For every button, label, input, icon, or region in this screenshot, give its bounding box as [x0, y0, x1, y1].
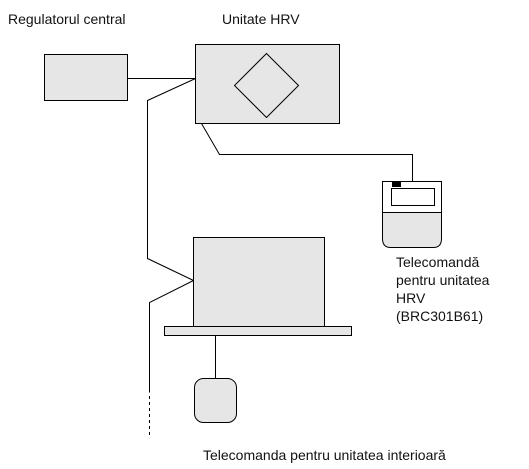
- bus-wire-upper: [147, 78, 196, 281]
- central-controller-box: [44, 54, 128, 101]
- indoor-unit-panel: [164, 326, 352, 336]
- hrv-remote-label: Telecomandă pentru unitatea HRV (BRC301B…: [396, 253, 489, 325]
- hrv-to-remote-wire: [201, 123, 413, 182]
- hrv-remote-controller-icon: [382, 181, 442, 248]
- hrv-remote-label-line: HRV: [396, 290, 426, 306]
- hrv-remote-label-line: pentru unitatea: [396, 272, 490, 288]
- bus-wire-lower: [149, 280, 194, 393]
- central-controller-label: Regulatorul central: [8, 11, 126, 27]
- heat-exchanger-diamond-icon: [233, 52, 300, 119]
- hrv-remote-label-line: Telecomandă: [396, 254, 480, 270]
- hrv-remote-label-line: (BRC301B61): [396, 308, 484, 324]
- indoor-remote-controller-icon: [194, 378, 237, 423]
- hrv-unit-label: Unitate HRV: [222, 11, 300, 27]
- indoor-unit-box: [193, 237, 325, 327]
- indoor-remote-label: Telecomanda pentru unitatea interioară: [203, 447, 446, 463]
